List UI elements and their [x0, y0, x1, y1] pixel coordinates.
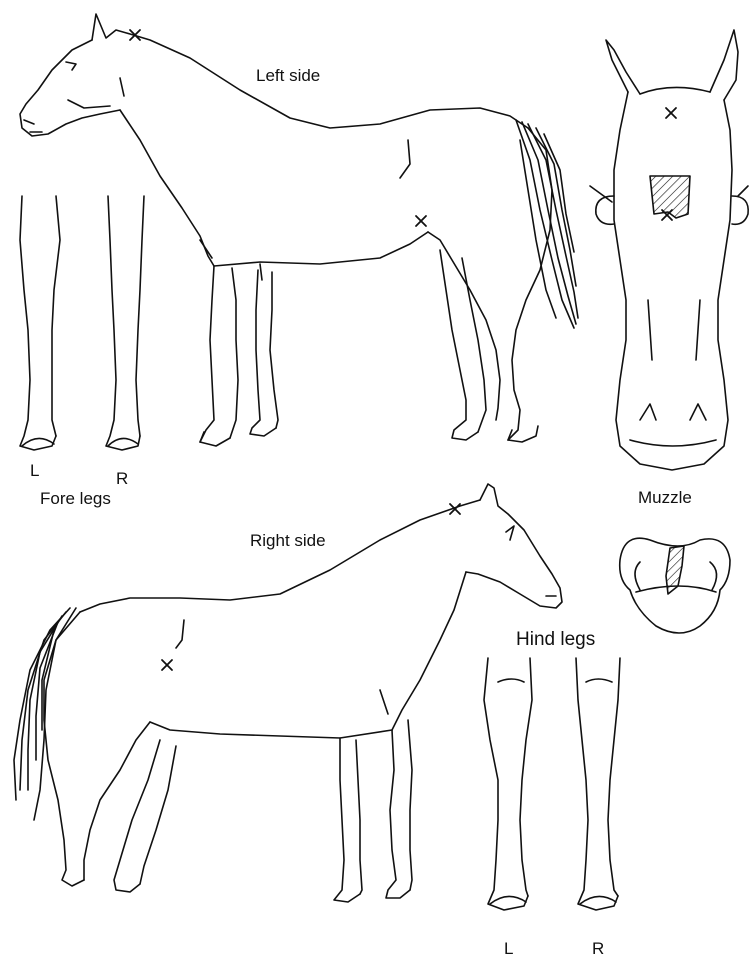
- label-hind-left: L: [504, 940, 513, 957]
- fore-legs-drawing: [20, 196, 144, 450]
- label-left-side: Left side: [256, 67, 320, 84]
- label-hind-legs: Hind legs: [516, 630, 595, 649]
- label-muzzle: Muzzle: [638, 489, 692, 506]
- hind-legs-drawing: [484, 658, 620, 910]
- label-fore-right: R: [116, 470, 128, 487]
- label-right-side: Right side: [250, 532, 326, 549]
- head-front-view: [590, 30, 748, 470]
- label-fore-left: L: [30, 462, 39, 479]
- label-hind-right: R: [592, 940, 604, 957]
- label-fore-legs: Fore legs: [40, 490, 111, 507]
- muzzle-drawing: [620, 538, 730, 633]
